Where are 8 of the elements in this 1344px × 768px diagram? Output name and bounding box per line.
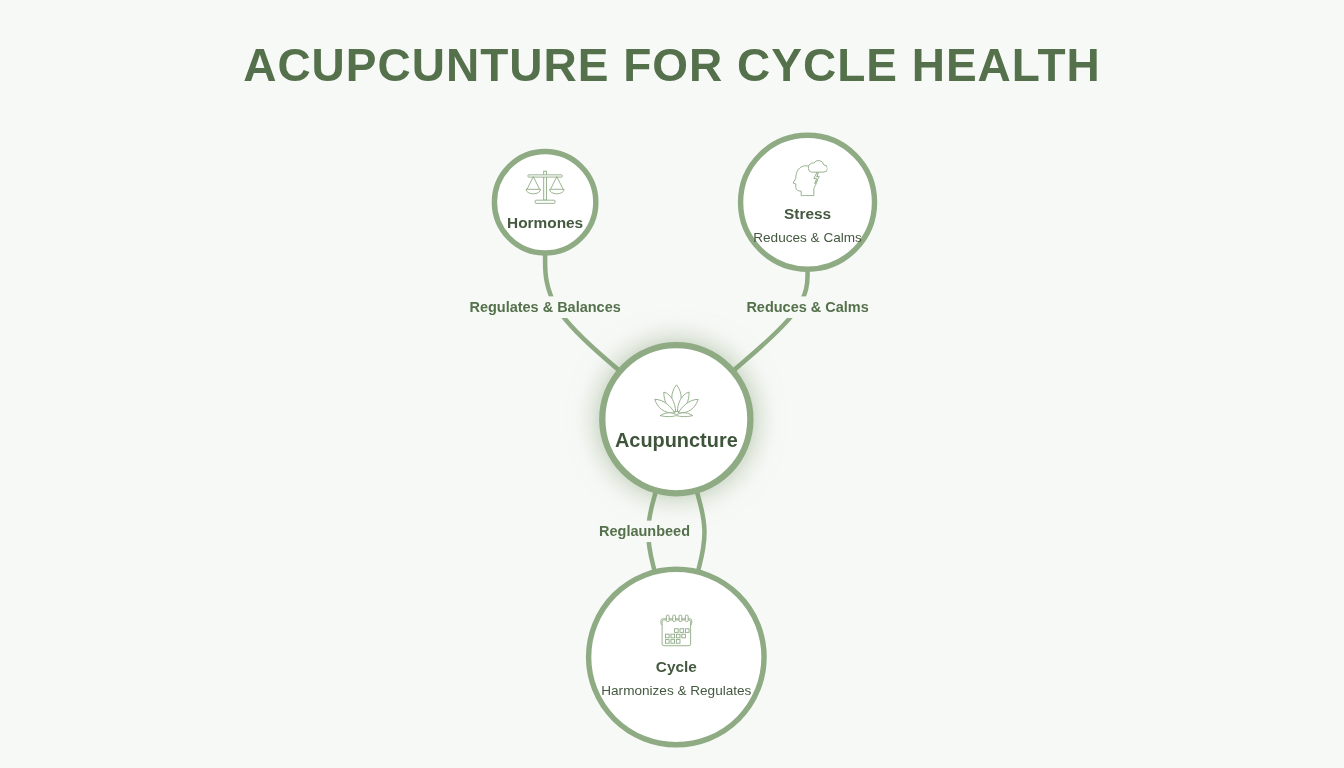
edge-label: Regulates & Balances (469, 299, 621, 315)
diagram-title: ACUPCUNTURE FOR CYCLE HEALTH (243, 40, 1101, 91)
node-circle: Stress Reduces & Calms (737, 132, 878, 272)
edge-label: Reglaunbeed (599, 523, 691, 539)
node-circle: Cycle Harmonizes & Regulates (585, 566, 767, 748)
edge-label: Reduces & Calms (746, 299, 869, 315)
node-circle: Acupuncture (599, 342, 754, 497)
node-circle: Hormones (491, 148, 599, 256)
